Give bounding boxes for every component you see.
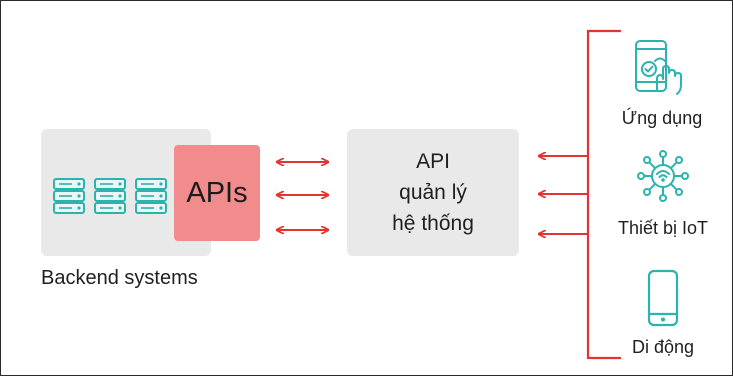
apis-box: APIs <box>174 145 260 241</box>
management-line-3: hệ thống <box>392 212 474 235</box>
device-label-iot: Thiết bị IoT <box>617 218 709 238</box>
management-line-1: API <box>416 150 450 173</box>
server-icon <box>53 178 85 214</box>
server-icon <box>135 178 167 214</box>
device-bracket <box>586 29 621 360</box>
mobile-phone-icon <box>647 269 679 327</box>
server-icon <box>94 178 126 214</box>
device-label-mobile: Di động <box>631 337 695 357</box>
api-management-box: API quản lý hệ thống <box>347 129 519 256</box>
backend-systems-label: Backend systems <box>41 267 198 289</box>
management-line-2: quản lý <box>399 181 467 204</box>
iot-network-icon <box>637 150 689 202</box>
tablet-touch-icon <box>635 40 682 95</box>
apis-label: APIs <box>186 176 248 209</box>
device-label-app: Ứng dụng <box>621 108 703 128</box>
